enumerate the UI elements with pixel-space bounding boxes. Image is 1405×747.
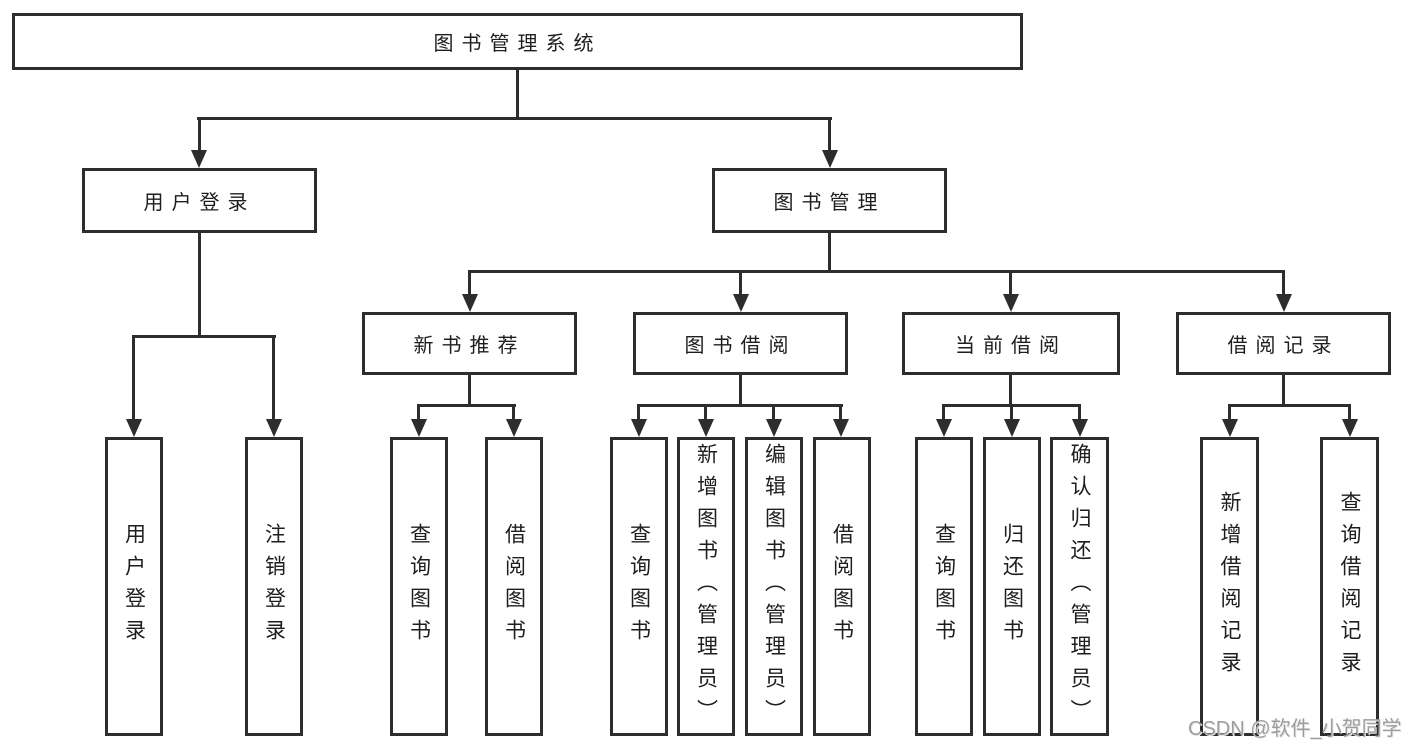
arrowhead-sec3-leaf1	[936, 419, 952, 437]
node-root: 图书管理系统	[12, 13, 1023, 70]
leaf-logout: 注销登录	[245, 437, 303, 736]
connector-sec3-shaft	[1009, 270, 1012, 296]
connector-sec4-split	[1228, 404, 1351, 407]
connector-book-mgmt-stem	[828, 233, 831, 272]
leaf-bb-add-books-admin: 新增图书（管理员）	[677, 437, 735, 736]
connector-sec3-stem	[1009, 375, 1012, 407]
leaf-logout-label: 注销登录	[262, 522, 286, 651]
arrowhead-sec2-leaf4	[833, 419, 849, 437]
arrowhead-sec4-leaf2	[1342, 419, 1358, 437]
connector-sec2-leaf3-shaft	[772, 404, 775, 421]
node-root-label: 图书管理系统	[433, 33, 602, 55]
connector-sec4-stem	[1282, 375, 1285, 407]
connector-leaf-login-shaft	[132, 335, 135, 421]
connector-user-login-shaft	[198, 117, 201, 152]
arrowhead-sec3-leaf3	[1072, 419, 1088, 437]
arrowhead-sec2-leaf2	[698, 419, 714, 437]
connector-sec1-shaft	[468, 270, 471, 296]
connector-leaf-logout-shaft	[272, 335, 275, 421]
watermark: CSDN @软件_小贺同学	[1188, 718, 1402, 740]
connector-sec2-shaft	[739, 270, 742, 296]
leaf-nbr-query-books-label: 查询图书	[407, 522, 431, 651]
leaf-user-login: 用户登录	[105, 437, 163, 736]
leaf-cb-return-books-label: 归还图书	[1000, 522, 1024, 651]
connector-sec4-leaf1-shaft	[1228, 404, 1231, 421]
connector-book-mgmt-shaft	[828, 117, 831, 152]
leaf-br-add-record-label: 新增借阅记录	[1218, 490, 1241, 683]
leaf-cb-return-books: 归还图书	[983, 437, 1041, 736]
arrowhead-sec1-leaf2	[506, 419, 522, 437]
leaf-user-login-label: 用户登录	[122, 522, 146, 651]
node-borrow-records-label: 借阅记录	[1227, 335, 1340, 357]
leaf-br-add-record: 新增借阅记录	[1200, 437, 1259, 736]
leaf-bb-add-books-admin-label: 新增图书（管理员）	[694, 442, 718, 731]
connector-user-login-stem	[198, 233, 201, 337]
arrowhead-leaf-login	[126, 419, 142, 437]
leaf-bb-borrow-books: 借阅图书	[813, 437, 871, 736]
leaf-cb-confirm-return-admin-label: 确认归还（管理员）	[1068, 442, 1091, 731]
connector-sec2-leaf4-shaft	[839, 404, 842, 421]
node-book-management: 图书管理	[712, 168, 947, 233]
leaf-bb-borrow-books-label: 借阅图书	[830, 522, 854, 651]
arrowhead-sec4-leaf1	[1222, 419, 1238, 437]
arrowhead-sec3	[1003, 294, 1019, 312]
leaf-bb-edit-books-admin: 编辑图书（管理员）	[745, 437, 803, 736]
connector-sec4-leaf2-shaft	[1348, 404, 1351, 421]
connector-sec3-leaf3-shaft	[1078, 404, 1081, 421]
leaf-bb-query-books: 查询图书	[610, 437, 668, 736]
leaf-nbr-query-books: 查询图书	[390, 437, 448, 736]
connector-sec1-leaf1-shaft	[417, 404, 420, 421]
connector-user-login-split	[133, 335, 276, 338]
arrowhead-leaf-logout	[266, 419, 282, 437]
leaf-bb-query-books-label: 查询图书	[627, 522, 651, 651]
connector-sec1-split	[417, 404, 516, 407]
node-book-borrow-label: 图书借阅	[684, 335, 797, 357]
arrowhead-book-mgmt	[822, 150, 838, 168]
node-user-login-label: 用户登录	[143, 192, 256, 214]
connector-sec3-leaf1-shaft	[942, 404, 945, 421]
arrowhead-sec2-leaf1	[631, 419, 647, 437]
arrowhead-sec3-leaf2	[1004, 419, 1020, 437]
connector-root-stem	[516, 70, 519, 120]
node-current-borrow: 当前借阅	[902, 312, 1120, 375]
leaf-cb-confirm-return-admin: 确认归还（管理员）	[1050, 437, 1109, 736]
arrowhead-user-login	[191, 150, 207, 168]
node-new-book-recommend-label: 新书推荐	[413, 335, 526, 357]
arrowhead-sec4	[1276, 294, 1292, 312]
node-current-borrow-label: 当前借阅	[955, 335, 1067, 357]
node-new-book-recommend: 新书推荐	[362, 312, 577, 375]
connector-sec1-leaf2-shaft	[512, 404, 515, 421]
connector-sec2-leaf1-shaft	[637, 404, 640, 421]
connector-book-mgmt-split	[468, 270, 1285, 273]
leaf-bb-edit-books-admin-label: 编辑图书（管理员）	[762, 442, 786, 731]
leaf-cb-query-books: 查询图书	[915, 437, 973, 736]
node-book-borrow: 图书借阅	[633, 312, 848, 375]
leaf-cb-query-books-label: 查询图书	[932, 522, 956, 651]
node-borrow-records: 借阅记录	[1176, 312, 1391, 375]
arrowhead-sec1	[462, 294, 478, 312]
node-book-management-label: 图书管理	[773, 192, 886, 214]
connector-root-split	[197, 117, 832, 120]
leaf-nbr-borrow-books-label: 借阅图书	[502, 522, 526, 651]
leaf-br-query-record: 查询借阅记录	[1320, 437, 1379, 736]
arrowhead-sec2-leaf3	[766, 419, 782, 437]
arrowhead-sec1-leaf1	[411, 419, 427, 437]
node-user-login: 用户登录	[82, 168, 317, 233]
connector-sec2-stem	[739, 375, 742, 407]
connector-sec2-leaf2-shaft	[704, 404, 707, 421]
connector-sec1-stem	[468, 375, 471, 407]
connector-sec2-split	[637, 404, 843, 407]
connector-sec4-shaft	[1282, 270, 1285, 296]
leaf-nbr-borrow-books: 借阅图书	[485, 437, 543, 736]
connector-sec3-leaf2-shaft	[1010, 404, 1013, 421]
arrowhead-sec2	[733, 294, 749, 312]
leaf-br-query-record-label: 查询借阅记录	[1338, 490, 1361, 683]
